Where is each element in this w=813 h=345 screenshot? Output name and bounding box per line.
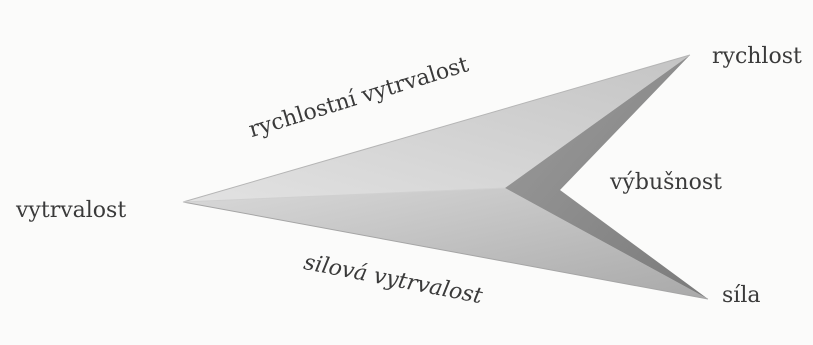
label-vybusnost: výbušnost	[610, 172, 722, 194]
label-rychlost: rychlost	[712, 46, 802, 68]
label-vytrvalost: vytrvalost	[16, 200, 126, 222]
label-sila: síla	[722, 285, 760, 307]
